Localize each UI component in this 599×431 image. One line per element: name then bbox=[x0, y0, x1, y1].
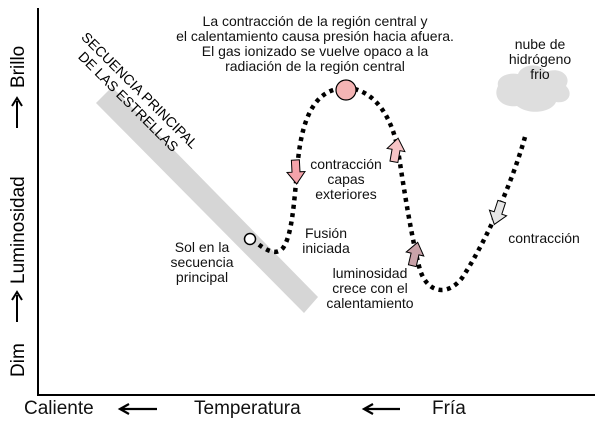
sun-label: Sol en la secuencia principal bbox=[154, 240, 250, 285]
y-label-dim: Dim bbox=[8, 343, 29, 377]
luminosity-line-1: luminosidad bbox=[332, 265, 408, 281]
x-arrow-left bbox=[117, 403, 157, 415]
luminosity-line-2: crece con el bbox=[332, 280, 408, 296]
main-sequence-band bbox=[96, 87, 318, 313]
y-arrow-upper bbox=[11, 96, 23, 128]
fusion-line-2: iniciada bbox=[302, 240, 350, 256]
peak-marker bbox=[335, 79, 357, 101]
y-label-luminosity: Luminosidad bbox=[8, 176, 29, 284]
sun-line-2: secuencia bbox=[170, 254, 234, 270]
sun-marker bbox=[243, 232, 257, 246]
fusion-line-1: Fusión bbox=[304, 225, 348, 241]
contraction-outer-line-3: exteriores bbox=[315, 186, 377, 202]
top-caption: La contracción de la región central y el… bbox=[155, 14, 475, 74]
cloud-line-3: frio bbox=[530, 66, 550, 82]
luminosity-label: luminosidad crece con el calentamiento bbox=[308, 266, 432, 311]
contraction-outer-line-2: capas bbox=[327, 171, 365, 187]
x-label-hot: Caliente bbox=[24, 398, 94, 419]
cloud-line-2: hidrógeno bbox=[508, 51, 572, 67]
contraction-right-label: contracción bbox=[508, 230, 580, 246]
contraction-down-arrow bbox=[488, 199, 508, 226]
x-label-temperature: Temperatura bbox=[194, 398, 301, 419]
contraction-outer-arrow bbox=[285, 159, 306, 185]
heating-up-arrow-lower bbox=[405, 241, 425, 268]
sun-line-1: Sol en la bbox=[174, 239, 230, 255]
x-label-cold: Fría bbox=[432, 398, 466, 419]
contraction-outer-line-1: contracción bbox=[310, 156, 382, 172]
cloud-label: nube de hidrógeno frio bbox=[498, 37, 582, 82]
fusion-label: Fusión iniciada bbox=[290, 226, 362, 256]
cloud-line-1: nube de bbox=[514, 36, 566, 52]
heating-up-arrow-upper bbox=[386, 137, 406, 164]
caption-line-3: El gas ionizado se vuelve opaco a la bbox=[201, 43, 429, 59]
y-label-bright: Brillo bbox=[8, 46, 29, 88]
x-arrow-right bbox=[361, 403, 400, 415]
caption-line-2: el calentamiento causa presión hacia afu… bbox=[176, 28, 454, 44]
caption-line-4: radiación de la región central bbox=[225, 58, 405, 74]
caption-line-1: La contracción de la región central y bbox=[202, 13, 428, 29]
evolution-track bbox=[256, 85, 528, 293]
contraction-outer-label: contracción capas exteriores bbox=[299, 157, 393, 202]
sun-line-3: principal bbox=[175, 269, 229, 285]
y-arrow-lower bbox=[11, 290, 23, 322]
hydrogen-cloud-shape bbox=[496, 65, 570, 112]
luminosity-line-3: calentamiento bbox=[326, 295, 414, 311]
